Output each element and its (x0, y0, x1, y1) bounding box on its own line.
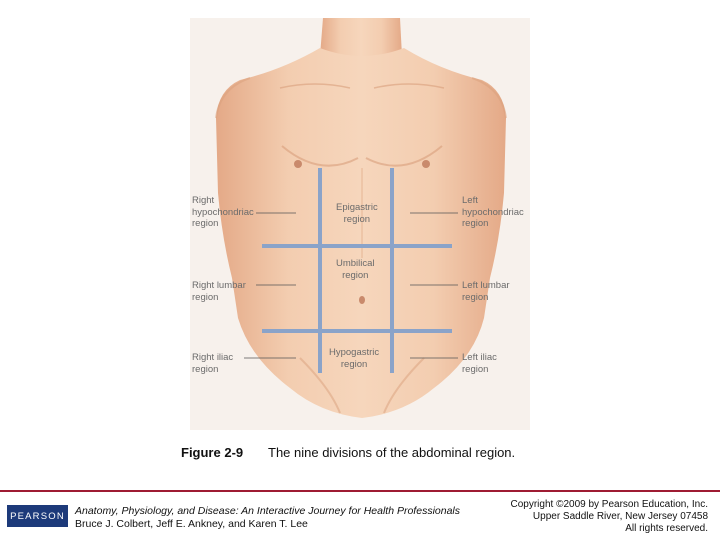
leader-lines (244, 212, 458, 359)
region-grid (262, 168, 452, 373)
label-right-hypochondriac: Right hypochondriac region (192, 195, 254, 229)
book-citation: Anatomy, Physiology, and Disease: An Int… (75, 505, 460, 531)
footer-divider (0, 490, 720, 492)
figure-number: Figure 2-9 (181, 445, 244, 460)
copyright-line: Copyright ©2009 by Pearson Education, In… (510, 499, 709, 510)
pearson-logo: PEARSON (7, 505, 68, 527)
logo-text: PEARSON (10, 510, 65, 522)
neck (320, 18, 402, 63)
nipple-right (294, 160, 302, 168)
copyright-line: All rights reserved. (625, 523, 708, 534)
label-left-iliac: Left iliac region (462, 352, 497, 375)
label-epigastric: Epigastric region (336, 202, 378, 225)
nipple-left (422, 160, 430, 168)
book-authors: Bruce J. Colbert, Jeff E. Ankney, and Ka… (75, 518, 308, 530)
label-hypogastric: Hypogastric region (329, 347, 380, 370)
label-right-lumbar: Right lumbar region (192, 280, 246, 303)
abdominal-regions-figure: Right hypochondriac region Epigastric re… (190, 18, 530, 430)
label-right-iliac: Right iliac region (192, 352, 234, 375)
torso-illustration (190, 18, 530, 430)
book-title: Anatomy, Physiology, and Disease: An Int… (75, 505, 460, 517)
copyright-line: Upper Saddle River, New Jersey 07458 (532, 511, 708, 522)
label-left-lumbar: Left lumbar region (462, 280, 510, 303)
torso (216, 48, 506, 418)
label-left-hypochondriac: Left hypochondriac region (462, 195, 524, 229)
navel (359, 296, 365, 304)
copyright-notice: Copyright ©2009 by Pearson Education, In… (511, 499, 709, 535)
figure-caption: The nine divisions of the abdominal regi… (268, 445, 516, 460)
label-umbilical: Umbilical region (336, 258, 375, 281)
